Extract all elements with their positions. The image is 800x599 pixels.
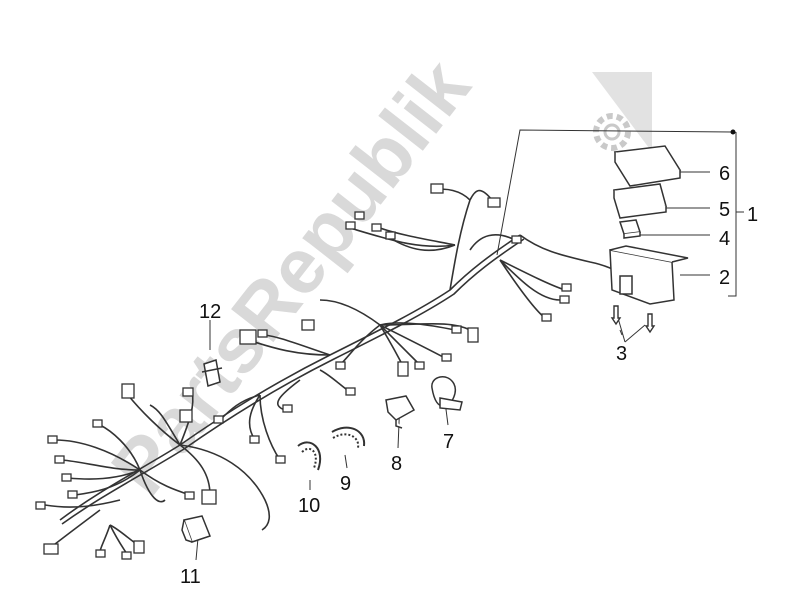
part-9-band [331, 426, 366, 449]
callout-12: 12 [199, 301, 221, 323]
harness-connectors [35, 183, 572, 560]
gear-icon [592, 72, 652, 152]
part-4-fuse [618, 219, 642, 239]
part-12-clip [201, 359, 223, 387]
callout-4: 4 [719, 228, 730, 250]
callout-9: 9 [340, 473, 351, 495]
callout-labels: 1 2 3 4 5 6 7 8 9 10 11 12 [180, 163, 758, 588]
callout-8: 8 [391, 453, 402, 475]
callout-2: 2 [719, 267, 730, 289]
callout-11: 11 [180, 566, 201, 588]
part-5-cover [613, 183, 667, 219]
wiring-harness [44, 188, 626, 557]
callout-1: 1 [747, 204, 758, 226]
callout-6: 6 [719, 163, 730, 185]
part-11-bracket [181, 515, 211, 543]
callout-3: 3 [616, 343, 627, 365]
part-7-relay-holder [431, 376, 463, 411]
callout-10: 10 [298, 495, 320, 517]
part-6-cover [613, 145, 682, 187]
callout-5: 5 [719, 199, 730, 221]
part-8-relay [385, 395, 416, 429]
part-3-screws [610, 305, 656, 334]
callout-7: 7 [443, 431, 454, 453]
watermark-text: PartsRepublik [94, 43, 487, 511]
part-10-band [297, 441, 321, 471]
part-2-fuse-box [609, 245, 689, 305]
